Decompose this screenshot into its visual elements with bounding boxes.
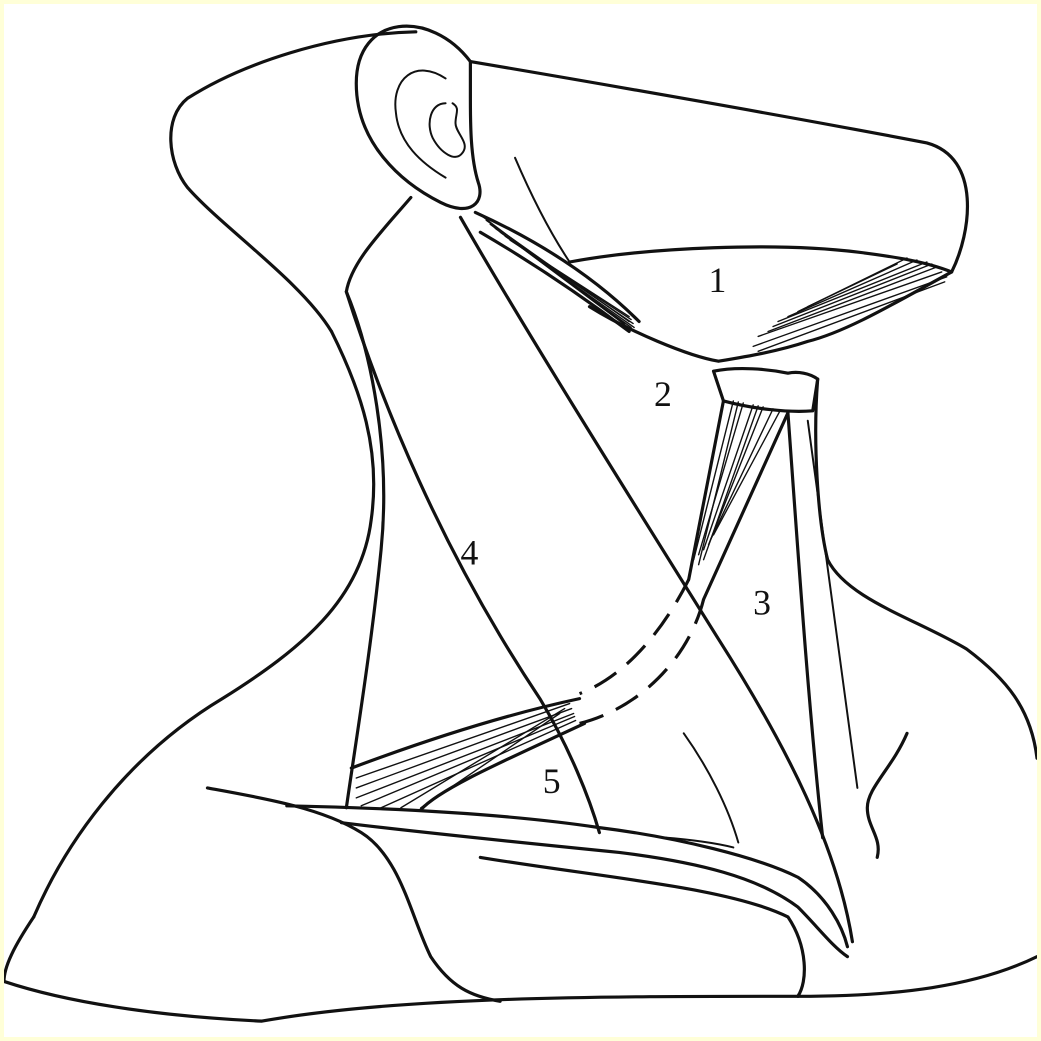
- diagram-canvas: 1 2 3 4 5: [4, 4, 1037, 1037]
- back-shoulder-outline: [4, 917, 34, 982]
- omohyoid-superior-belly: [689, 401, 788, 599]
- chest-contour: [480, 857, 804, 996]
- sternal-notch-curve: [867, 733, 907, 857]
- clavicle-lower-border: [341, 823, 847, 957]
- digastric-posterior-belly: [475, 212, 639, 331]
- region-label-3: 3: [753, 582, 771, 622]
- infrahyoid-medial-line: [808, 421, 858, 788]
- region-label-2: 2: [654, 374, 672, 414]
- region-label-5: 5: [543, 761, 561, 801]
- omohyoid-hidden-course-lower: [580, 599, 704, 723]
- head-outline: [171, 32, 416, 332]
- hyoid-bone: [714, 369, 818, 412]
- region-label-1: 1: [709, 260, 727, 300]
- digastric-anterior-belly: [753, 258, 947, 351]
- head-top-outline: [470, 62, 967, 272]
- sternocleidomastoid-anterior-border: [460, 217, 852, 941]
- scalene-thin-line: [684, 733, 739, 842]
- ear-icon: [356, 26, 480, 208]
- neck-triangles-diagram: 1 2 3 4 5: [4, 4, 1037, 1037]
- shoulder-contour: [207, 788, 500, 1001]
- throat-front-contour: [816, 379, 1037, 758]
- torso-lower-outline: [4, 957, 1037, 1022]
- region-label-4: 4: [460, 533, 478, 573]
- omohyoid-hidden-course-upper: [580, 580, 689, 694]
- neck-back-contour: [34, 331, 374, 916]
